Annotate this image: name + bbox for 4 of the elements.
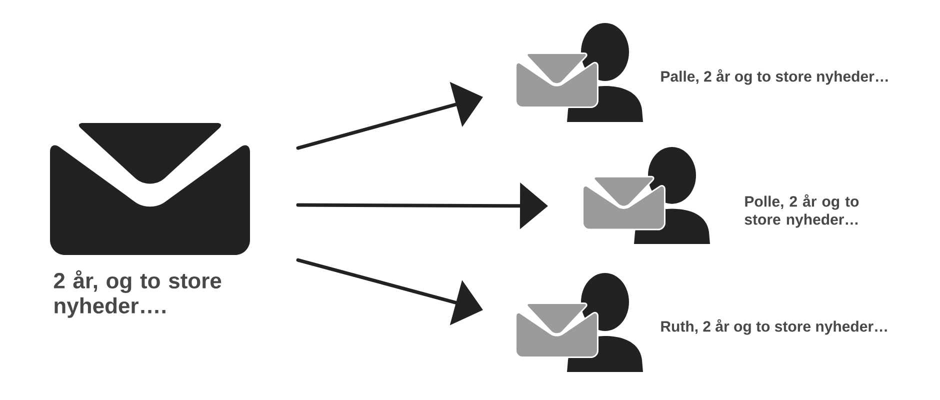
node-label: 2 år, og to store nyheder….: [54, 270, 222, 318]
node-label: Ruth, 2 år og to store nyheder…: [661, 319, 887, 335]
node-label: Palle, 2 år og to store nyheder…: [661, 69, 888, 85]
node-label: Polle, 2 år og to store nyheder…: [744, 194, 859, 228]
